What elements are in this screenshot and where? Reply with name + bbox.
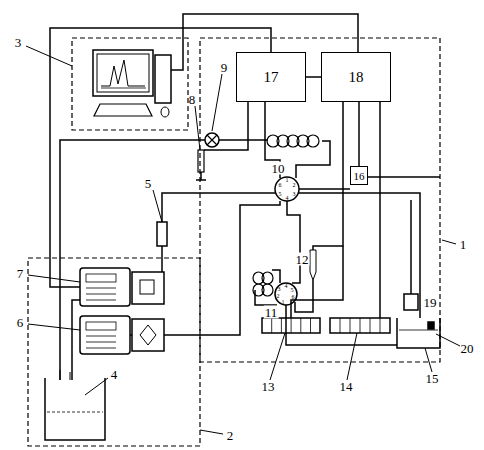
port-number: 2 [293, 182, 296, 188]
port-number: 1 [282, 299, 285, 305]
port-number: 5 [279, 191, 282, 197]
callout-number: 19 [424, 296, 437, 309]
port-number: 3 [278, 286, 281, 292]
port-number: 5 [291, 287, 294, 293]
callout-number: 3 [15, 36, 22, 49]
port-number: 4 [286, 195, 289, 201]
callout-number: 8 [189, 93, 196, 106]
signal-wire [306, 76, 321, 78]
port-number: 2 [277, 293, 280, 299]
box-number: 18 [349, 69, 364, 86]
callout-number: 14 [340, 380, 353, 393]
box-number: 17 [264, 69, 279, 86]
callout-number: 11 [264, 306, 279, 319]
callout-number: 15 [426, 372, 439, 385]
port-number: 6 [292, 294, 295, 300]
callout-number: 5 [145, 177, 152, 190]
callout-number: 4 [111, 368, 118, 381]
port-number: 3 [293, 191, 296, 197]
control-box: 17 [236, 52, 306, 102]
callout-number: 9 [221, 61, 228, 74]
module-box: 16 [350, 166, 368, 185]
port-number: 1 [286, 177, 289, 183]
signal-wire [358, 102, 360, 166]
box-number: 16 [354, 170, 365, 182]
callout-number: 2 [227, 429, 234, 442]
callout-number: 1 [460, 238, 467, 251]
port-number: 6 [279, 182, 282, 188]
callout-number: 20 [461, 342, 474, 355]
callout-number: 10 [271, 162, 286, 175]
callout-number: 13 [262, 380, 275, 393]
control-box: 18 [321, 52, 391, 102]
callout-number: 6 [17, 316, 24, 329]
callout-number: 12 [295, 253, 310, 266]
port-number: 4 [285, 283, 288, 289]
callout-number: 7 [17, 267, 24, 280]
